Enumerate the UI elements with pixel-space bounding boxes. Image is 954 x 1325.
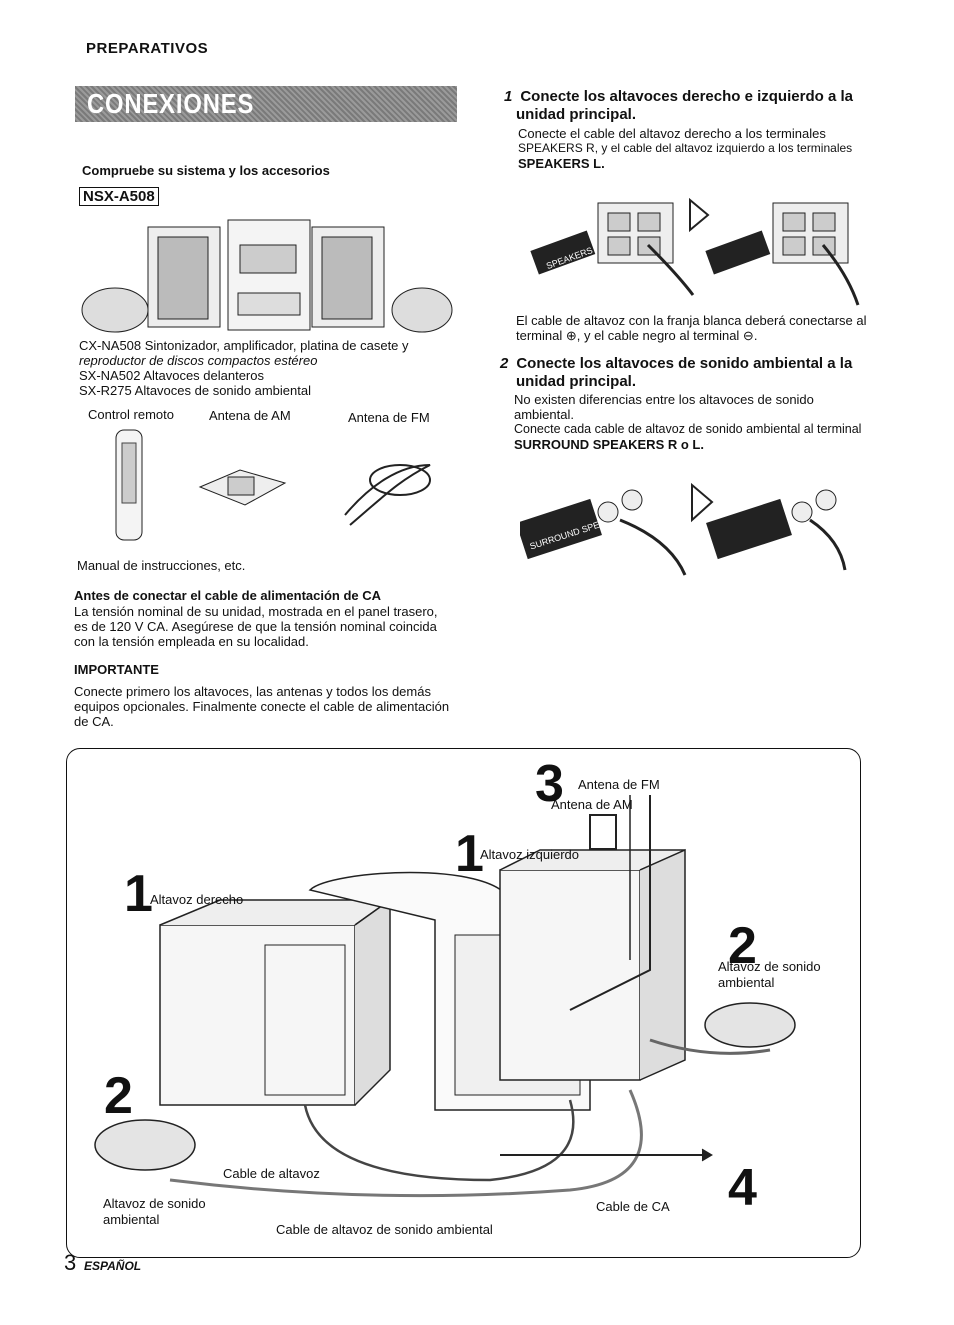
check-title: Compruebe su sistema y los accesorios	[82, 163, 330, 178]
step2-line: SURROUND SPEAKERS R o L.	[514, 437, 704, 452]
before-line: La tensión nominal de su unidad, mostrad…	[74, 604, 438, 619]
before-title: Antes de conectar el cable de alimentaci…	[74, 588, 382, 603]
section-tag: PREPARATIVOS	[86, 40, 209, 57]
diagram-step-1b: 1	[124, 865, 153, 923]
label-line: ambiental	[718, 975, 775, 990]
model-badge: NSX-A508	[79, 187, 159, 206]
part-line: reproductor de discos compactos estéreo	[79, 353, 318, 368]
label-ac-cable: Cable de CA	[596, 1199, 670, 1214]
page-language: ESPAÑOL	[84, 1259, 142, 1273]
step2-title-line: unidad principal.	[516, 373, 637, 390]
label-surround-right: Altavoz de sonido ambiental	[718, 959, 821, 991]
accessories-illustration	[115, 429, 431, 541]
before-text: La tensión nominal de su unidad, mostrad…	[74, 604, 454, 649]
label-left-speaker: Altavoz izquierdo	[480, 847, 579, 862]
parts-list: CX-NA508 Sintonizador, amplificador, pla…	[79, 338, 454, 398]
part-line: SX-R275 Altavoces de sonido ambiental	[79, 383, 311, 398]
important-text: Conecte primero los altavoces, las anten…	[74, 684, 454, 729]
label-fm: Antena de FM	[578, 777, 660, 792]
label-line: Altavoz de sonido	[103, 1196, 206, 1211]
diagram-step-2a: 2	[728, 917, 757, 975]
manual-text: Manual de instrucciones, etc.	[77, 558, 246, 573]
step1-title-line: Conecte los altavoces derecho e izquierd…	[520, 88, 853, 105]
important-line: Conecte primero los altavoces, las anten…	[74, 684, 431, 699]
label-speaker-cable: Cable de altavoz	[223, 1166, 320, 1181]
step1-title-line: unidad principal.	[516, 106, 637, 123]
step1-line: SPEAKERS R, y el cable del altavoz izqui…	[518, 141, 853, 155]
step1-text: Conecte el cable del altavoz derecho a l…	[518, 126, 880, 171]
step1-note-line: El cable de altavoz con la franja blanca…	[516, 313, 867, 328]
label-line: ambiental	[103, 1212, 160, 1227]
step2-line: No existen diferencias entre los altavoc…	[514, 392, 814, 407]
diagram-step-4: 4	[728, 1159, 757, 1217]
diagram-step-1a: 1	[455, 825, 484, 883]
banner-title: CONEXIONES	[87, 88, 255, 119]
step2-line: ambiental.	[514, 407, 574, 422]
step2-number: 2	[500, 355, 509, 372]
step2-heading: 2 Conecte los altavoces de sonido ambient…	[500, 355, 880, 391]
step1-line: SPEAKERS L.	[518, 156, 605, 171]
connection-diagram	[94, 795, 796, 1198]
label-remote: Control remoto	[88, 407, 174, 422]
step1-heading: 1 Conecte los altavoces derecho e izquier…	[504, 88, 884, 124]
before-line: es de 120 V CA. Asegúrese de que la tens…	[74, 619, 437, 634]
diagram-step-3: 3	[535, 755, 564, 813]
section-banner: CONEXIONES	[75, 86, 457, 122]
step2-title-line: Conecte los altavoces de sonido ambienta…	[516, 355, 853, 372]
step1-number: 1	[504, 88, 513, 105]
step1-line: Conecte el cable del altavoz derecho a l…	[518, 126, 826, 141]
part-line: CX-NA508 Sintonizador, amplificador, pla…	[79, 338, 409, 353]
part-line: SX-NA502 Altavoces delanteros	[79, 368, 264, 383]
label-right-speaker: Altavoz derecho	[150, 892, 244, 907]
diagram-step-2b: 2	[104, 1067, 133, 1125]
before-line: con la tensión empleada en su localidad.	[74, 634, 309, 649]
connection-diagram-frame	[66, 748, 861, 1258]
label-surround-left: Altavoz de sonido ambiental	[103, 1196, 206, 1228]
label-am-antenna: Antena de AM	[209, 408, 291, 423]
page-number: 3	[64, 1250, 77, 1275]
label-surround-cable: Cable de altavoz de sonido ambiental	[276, 1222, 493, 1237]
label-fm-antenna: Antena de FM	[348, 410, 430, 425]
label-line: Altavoz de sonido	[718, 959, 821, 974]
step1-note-line: terminal ⊕, y el cable negro al terminal…	[516, 328, 758, 343]
step2-line: Conecte cada cable de altavoz de sonido …	[514, 422, 862, 436]
step2-text: No existen diferencias entre los altavoc…	[514, 392, 879, 452]
system-illustration	[81, 219, 453, 333]
important-title: IMPORTANTE	[74, 662, 159, 677]
speaker-terminal-illustration: SPEAKERS	[530, 197, 860, 306]
important-line: de CA.	[74, 714, 114, 729]
important-line: equipos opcionales. Finalmente conecte e…	[74, 699, 450, 714]
surround-terminal-illustration: SURROUND SPEAKERS	[520, 482, 847, 576]
label-am: Antena de AM	[551, 797, 633, 812]
step1-note: El cable de altavoz con la franja blanca…	[516, 313, 881, 343]
